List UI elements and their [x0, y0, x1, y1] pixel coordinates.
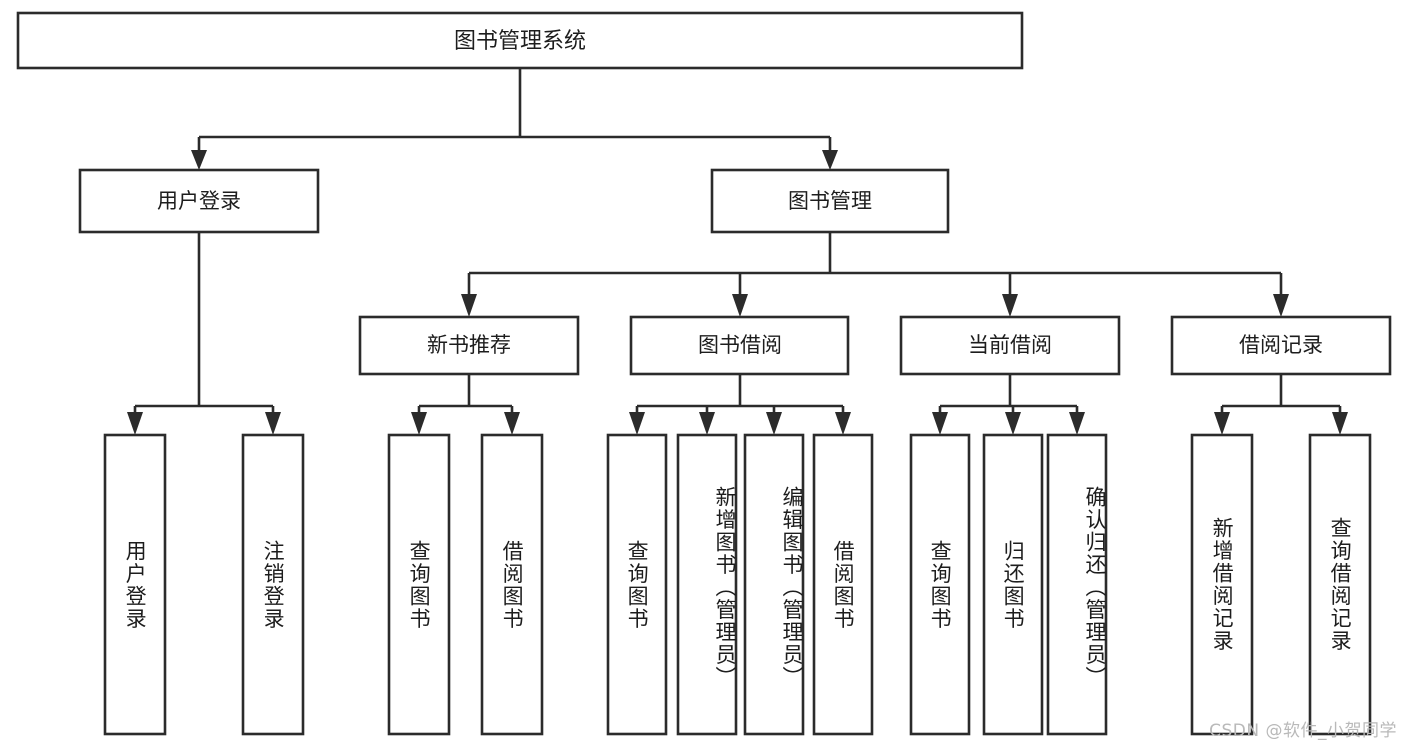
arrow-to-leaf-query-book-1: [411, 412, 427, 435]
node-current-borrow-box[interactable]: [899, 315, 1121, 376]
node-new-book-recommend-label: 新书推荐: [427, 333, 511, 357]
node-book-management-label: 图书管理: [788, 189, 872, 213]
leaf-box-add-record[interactable]: [1190, 433, 1254, 736]
leaf-box-user-login[interactable]: [103, 433, 167, 736]
arrow-to-leaf-add-book: [699, 412, 715, 435]
leaf-box-query-book-3[interactable]: [909, 433, 971, 736]
arrow-to-book-mgmt: [822, 150, 838, 170]
connector-group-root-to-level2: [191, 68, 838, 170]
leaf-box-group: [103, 433, 1372, 736]
arrow-to-leaf-add-record: [1214, 412, 1230, 435]
arrow-to-leaf-logout: [265, 412, 281, 435]
node-book-management[interactable]: 图书管理: [710, 168, 950, 234]
leaf-box-return-book[interactable]: [982, 433, 1044, 736]
arrow-to-leaf-edit-book: [766, 412, 782, 435]
node-borrow-records[interactable]: 借阅记录: [1170, 315, 1392, 376]
node-borrow-records-label: 借阅记录: [1239, 333, 1323, 357]
node-current-borrow[interactable]: 当前借阅: [899, 315, 1121, 376]
node-root-label: 图书管理系统: [454, 29, 586, 54]
node-user-login-label: 用户登录: [157, 189, 241, 213]
arrow-to-leaf-borrow-book-1: [504, 412, 520, 435]
leaf-box-borrow-book-1[interactable]: [480, 433, 544, 736]
leaf-box-logout[interactable]: [241, 433, 305, 736]
connector-group-current-to-leaves: [932, 374, 1085, 435]
arrow-to-records: [1273, 294, 1289, 317]
node-book-borrow-label: 图书借阅: [698, 333, 782, 357]
node-book-borrow-box[interactable]: [629, 315, 850, 376]
connector-group-bookmgmt-to-level3: [461, 232, 1289, 317]
node-current-borrow-label: 当前借阅: [968, 333, 1052, 357]
arrow-to-leaf-confirm-return: [1069, 412, 1085, 435]
node-root[interactable]: 图书管理系统: [16, 11, 1024, 70]
node-book-management-box[interactable]: [710, 168, 950, 234]
arrow-to-leaf-return-book: [1005, 412, 1021, 435]
leaf-box-query-book-1[interactable]: [387, 433, 451, 736]
leaf-box-add-book[interactable]: [676, 433, 738, 736]
connector-group-newbook-to-leaves: [411, 374, 520, 435]
connector-group-records-to-leaves: [1214, 374, 1348, 435]
arrow-to-user-login: [191, 150, 207, 170]
leaf-box-query-book-2[interactable]: [606, 433, 668, 736]
connector-group-userlogin-to-leaves: [127, 232, 281, 435]
leaf-box-borrow-book-2[interactable]: [812, 433, 874, 736]
node-user-login[interactable]: 用户登录: [78, 168, 320, 234]
arrow-to-leaf-query-record: [1332, 412, 1348, 435]
connector-group-borrow-to-leaves: [629, 374, 851, 435]
node-new-book-recommend-box[interactable]: [358, 315, 580, 376]
leaf-box-confirm-return[interactable]: [1046, 433, 1108, 736]
node-book-borrow[interactable]: 图书借阅: [629, 315, 850, 376]
node-user-login-box[interactable]: [78, 168, 320, 234]
arrow-to-leaf-query-book-2: [629, 412, 645, 435]
leaf-box-query-record[interactable]: [1308, 433, 1372, 736]
arrow-to-leaf-user-login: [127, 412, 143, 435]
node-new-book-recommend[interactable]: 新书推荐: [358, 315, 580, 376]
arrow-to-leaf-borrow-book-2: [835, 412, 851, 435]
leaf-box-edit-book[interactable]: [743, 433, 805, 736]
arrow-to-current: [1002, 294, 1018, 317]
arrow-to-leaf-query-book-3: [932, 412, 948, 435]
node-borrow-records-box[interactable]: [1170, 315, 1392, 376]
arrow-to-borrow: [732, 294, 748, 317]
node-root-box[interactable]: [16, 11, 1024, 70]
arrow-to-newbook: [461, 294, 477, 317]
csdn-watermark: CSDN @软件_小贺同学: [1209, 721, 1397, 741]
